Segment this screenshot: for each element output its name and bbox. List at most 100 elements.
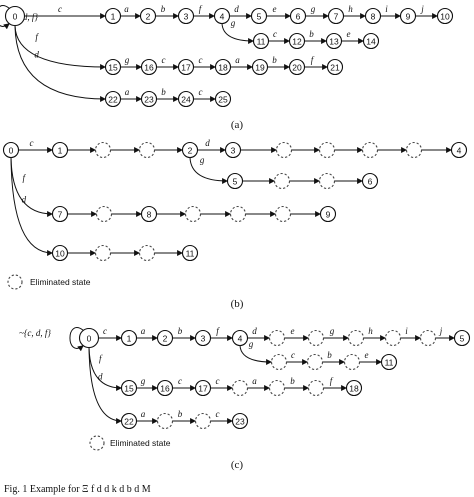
eliminated-state: [273, 172, 291, 190]
state-label: 16: [144, 63, 154, 73]
state-circle: [140, 205, 158, 223]
transition-label: i: [405, 326, 408, 336]
state-node: 2: [181, 141, 199, 159]
state-circle: [78, 327, 100, 349]
panel-c-caption: (c): [231, 459, 244, 471]
transition-label: c: [216, 409, 220, 419]
eliminated-state: [194, 412, 212, 430]
state-circle: [95, 205, 113, 223]
transition-label: b: [290, 376, 295, 386]
transition-label: a: [141, 409, 146, 419]
state-node: 0: [78, 327, 100, 349]
state-node: 16: [156, 379, 174, 397]
state-circle: [120, 329, 138, 347]
legend-eliminated-state-icon: [89, 435, 105, 451]
state-node: 6: [361, 172, 379, 190]
transition-label: a: [252, 376, 257, 386]
state-label: 9: [406, 12, 411, 22]
state-circle: [139, 7, 157, 25]
transition-label: f: [99, 354, 103, 364]
state-label: 17: [198, 384, 208, 394]
transition-label: c: [30, 138, 34, 148]
state-node: 8: [140, 205, 158, 223]
eliminated-state: [275, 141, 293, 159]
state-circle: [177, 90, 195, 108]
transition-label: g: [125, 55, 130, 65]
state-circle: [51, 141, 69, 159]
transition-edge: [88, 347, 123, 391]
state-label: 13: [329, 37, 339, 47]
state-label: 0: [9, 146, 14, 156]
state-circle: [231, 379, 249, 397]
state-circle: [345, 379, 363, 397]
figure-footer-caption: Fig. 1 Example for Ξ f d d k d b d M: [4, 484, 151, 495]
state-label: 12: [292, 37, 302, 47]
transition-label: c: [199, 55, 203, 65]
state-circle: [362, 32, 380, 50]
state-node: 11: [380, 353, 398, 371]
state-circle: [288, 32, 306, 50]
state-node: 24: [177, 90, 195, 108]
state-circle: [140, 90, 158, 108]
eliminated-state: [229, 205, 247, 223]
state-label: 23: [235, 417, 245, 427]
transition-label: c: [162, 55, 166, 65]
state-circle: [156, 329, 174, 347]
state-circle: [361, 141, 379, 159]
transition-label: c: [58, 4, 62, 14]
state-node: 6: [289, 7, 307, 25]
transition-label: c: [216, 376, 220, 386]
state-node: 0: [4, 5, 26, 27]
state-node: 16: [140, 58, 158, 76]
state-label: 18: [218, 63, 228, 73]
state-node: 22: [120, 412, 138, 430]
state-label: 10: [440, 12, 450, 22]
state-node: 12: [288, 32, 306, 50]
state-node: 13: [325, 32, 343, 50]
start-state-self-loop-edge: [0, 5, 10, 30]
state-circle: [51, 244, 69, 262]
transition-edge: [10, 157, 54, 256]
state-circle: [453, 329, 471, 347]
state-label: 15: [124, 384, 134, 394]
transition-label: e: [273, 4, 277, 14]
eliminated-state: [95, 205, 113, 223]
state-label: 6: [296, 12, 301, 22]
state-label: 7: [58, 210, 63, 220]
state-circle: [399, 7, 417, 25]
state-circle: [231, 329, 249, 347]
state-circle: [120, 379, 138, 397]
state-label: 7: [334, 12, 339, 22]
state-node: 0: [2, 141, 20, 159]
eliminated-state: [270, 353, 288, 371]
state-node: 25: [214, 90, 232, 108]
state-node: 15: [120, 379, 138, 397]
transition-label: g: [231, 18, 236, 28]
eliminated-state: [94, 141, 112, 159]
state-label: 18: [349, 384, 359, 394]
transition-label: h: [368, 326, 373, 336]
state-circle: [326, 58, 344, 76]
eliminated-state: [318, 172, 336, 190]
eliminated-state: [419, 329, 437, 347]
eliminated-state: [274, 205, 292, 223]
state-circle: [436, 7, 454, 25]
transition-label: g: [200, 155, 205, 165]
transition-label: c: [103, 326, 107, 336]
panel-c-self-loop-label: ~{c, d, f}: [19, 328, 51, 338]
transition-label: c: [199, 87, 203, 97]
state-circle: [231, 412, 249, 430]
state-node: 4: [450, 141, 468, 159]
eliminated-state: [268, 329, 286, 347]
transition-label: b: [161, 87, 166, 97]
state-label: 25: [218, 95, 228, 105]
transition-edge: [189, 157, 229, 184]
transition-edge: [239, 345, 273, 365]
state-node: 1: [104, 7, 122, 25]
state-node: 21: [326, 58, 344, 76]
eliminated-state: [156, 412, 174, 430]
transition-label: a: [141, 326, 146, 336]
transition-label: b: [327, 350, 332, 360]
